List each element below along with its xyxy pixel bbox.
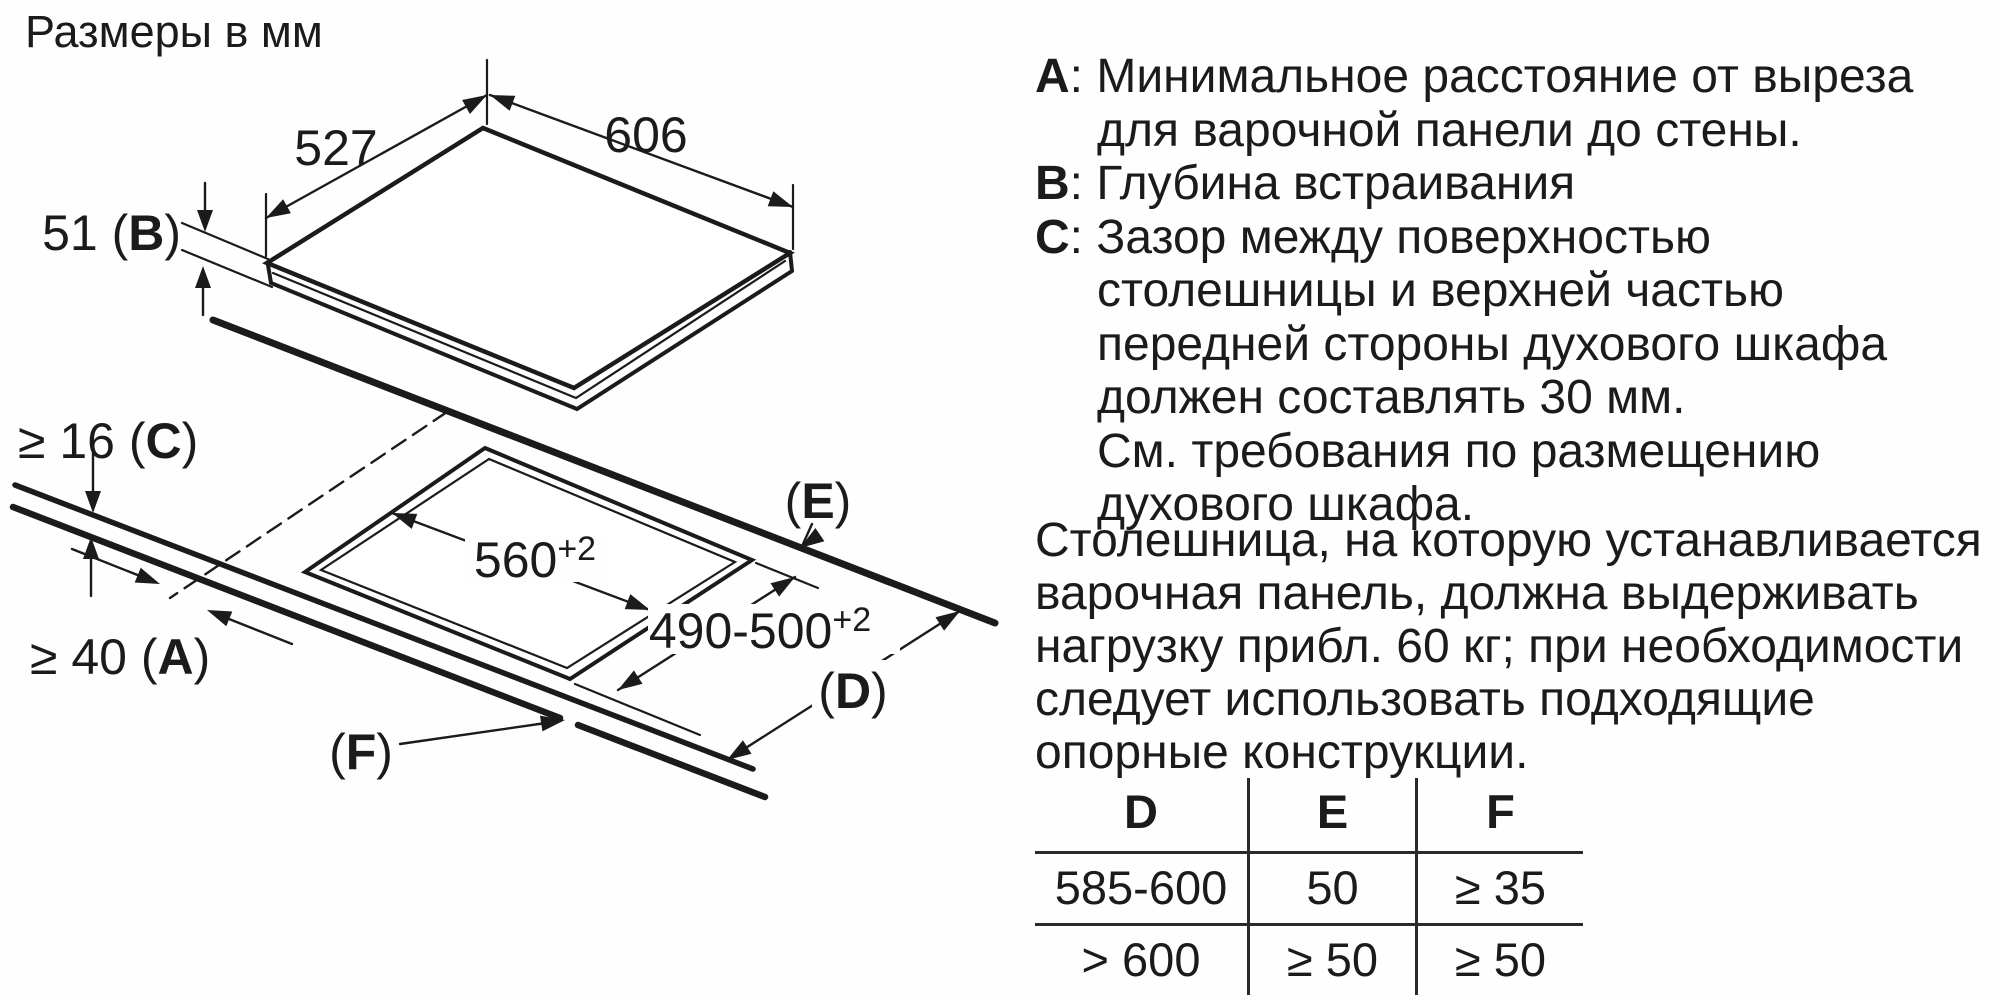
wall-edge-line [209, 316, 999, 627]
worktop-front-top-edge [12, 482, 756, 772]
legend-definitions: A: Минимальное расстояние от выреза для … [1035, 50, 1914, 531]
cutout-depth-label: 490-500+2 [649, 601, 871, 659]
dim-depth-label: 527 [294, 120, 377, 176]
worktop-front-bottom-edge-2 [574, 721, 769, 801]
table-header-d: D [1124, 785, 1158, 838]
def-dimensions-table: D E F 585-600 50 ≥ 35 > 600 ≥ 50 ≥ 50 [1035, 778, 1583, 995]
table-cell: 50 [1247, 851, 1415, 923]
table-cell: ≥ 35 [1415, 851, 1583, 923]
dim-wall-a-label: ≥ 40 (A) [30, 629, 210, 685]
cooktop-glass-top [262, 125, 795, 391]
alignment-dashed-line [168, 410, 449, 600]
cooktop-skirt [266, 250, 795, 412]
table-cell: > 600 [1035, 923, 1247, 995]
worktop-load-note: Столешница, на которую устанавливается в… [1035, 514, 1982, 779]
dim-width-label: 606 [604, 107, 687, 163]
table-cell: ≥ 50 [1415, 923, 1583, 995]
installation-drawing: 527 606 51 (B) ≥ 16 (C) ≥ 40 (A) 560+2 4… [9, 58, 999, 801]
cooktop-seam [271, 259, 787, 400]
table-cell: 585-600 [1035, 851, 1247, 923]
dim-gap-c-label: ≥ 16 (C) [18, 413, 198, 469]
table-header-f: F [1415, 778, 1583, 851]
worktop-front-bottom-edge [9, 503, 564, 722]
page-title: Размеры в мм [25, 6, 323, 57]
table-cell: ≥ 50 [1247, 923, 1415, 995]
label-d: (D) [818, 663, 887, 719]
dim-height-label: 51 (B) [42, 205, 181, 261]
cutout-inner-edge [318, 457, 738, 670]
dimension-arrowheads [83, 95, 960, 760]
table-header-e: E [1247, 778, 1415, 851]
label-e: (E) [785, 473, 852, 529]
cutout-width-label: 560+2 [474, 530, 596, 588]
label-f: (F) [329, 724, 393, 780]
